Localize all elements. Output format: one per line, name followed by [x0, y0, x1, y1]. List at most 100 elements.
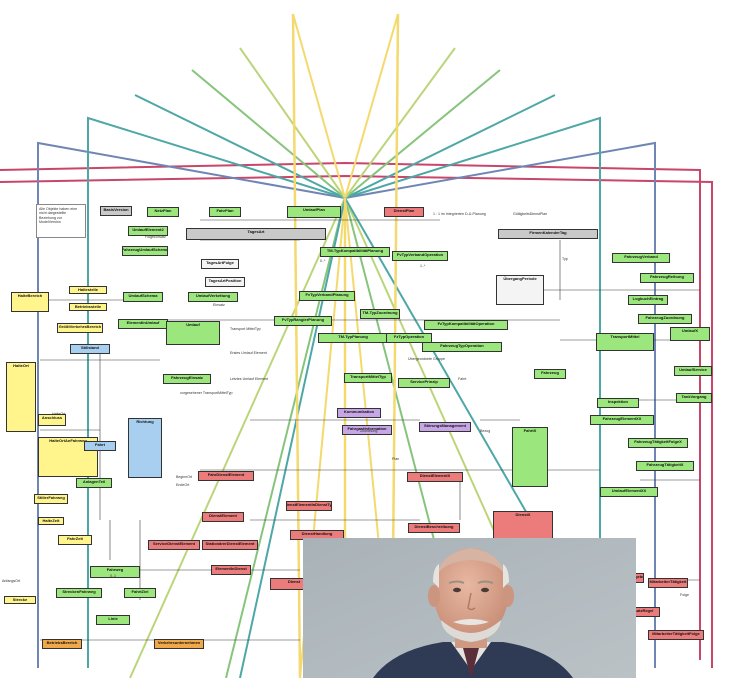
class-box: FahrtX [512, 427, 548, 487]
class-box: FahrzeugTätigkeitFolgeX [628, 438, 688, 448]
class-box: Fahrt [84, 441, 116, 451]
association-label: EndeOrt [176, 483, 190, 487]
class-box: FahrPlan [209, 207, 241, 217]
class-box: StillerFahrweg [34, 494, 68, 504]
class-box: ÜbergangPeriode [496, 275, 544, 305]
class-box: Linie [96, 615, 130, 625]
fan-ray-left-2 [191, 69, 346, 199]
class-box: Kommunikation [337, 408, 381, 418]
association-label: 1..* [420, 264, 426, 268]
association-label: Letztes Umlauf Element [230, 377, 269, 381]
association-label: Erstes Umlauf Element [230, 351, 267, 355]
class-box: DienstElementInDienstTyp [286, 501, 332, 511]
class-box: FvTypVerbandPlanung [299, 291, 355, 301]
class-box: TagesArtFolge [201, 259, 239, 269]
fan-ray-right-2 [344, 69, 501, 199]
class-box: DienstPlan [384, 207, 424, 217]
fan-ray-down-1 [225, 197, 346, 678]
class-box: Umlauf [166, 321, 220, 345]
class-box: FahrzeugReihung [640, 273, 694, 283]
class-box: ServicePrinzip [398, 378, 450, 388]
class-box: TransportMittelTyp [344, 373, 392, 383]
class-box: DienstBeschreibung [408, 523, 460, 533]
class-box: FahrzeugUmlaufSchema [122, 246, 168, 256]
class-box: HalteOrt [6, 362, 36, 432]
fan-ray-right-4 [344, 13, 399, 199]
class-box: ElementInDienst [211, 565, 251, 575]
association-label: Typ [562, 257, 568, 261]
class-box: StörungsManagement [419, 422, 471, 432]
class-box: BetriebsBereich [42, 639, 82, 649]
class-box: ServiceDienstElement [148, 540, 200, 550]
class-box: FvTypRangierPlanung [274, 316, 332, 326]
association-label: FolgeEinsatz [145, 235, 166, 239]
class-box: Inspektion [597, 398, 639, 408]
class-box: FirmenKalenderTag [498, 229, 598, 239]
fan-ray-left-3 [239, 47, 346, 199]
fan-ray-left-4 [292, 13, 346, 199]
class-box: FahrzeugTypOperation [422, 342, 502, 352]
association-label: Transport MittelTyp [230, 327, 261, 331]
class-box: DienstElement [202, 512, 244, 522]
portrait-figure [303, 538, 636, 678]
class-box: FahrzeugEinsatz [163, 374, 211, 384]
class-box: FahrgastInformation [342, 425, 392, 435]
class-box: Haltestelle [69, 286, 107, 294]
class-box: FahrtZiel [124, 588, 156, 598]
class-box: FahrzeugElementXX [590, 415, 654, 425]
association-label: Fahrt [458, 377, 467, 381]
class-box: MitarbeiterTätigkeitFolge [648, 630, 704, 640]
fan-ray-right-1 [344, 94, 556, 199]
class-box: Fahrzeug [534, 369, 566, 379]
association-label: Folge [680, 593, 689, 597]
class-box: GrößtVerkehrsBereich [57, 323, 103, 333]
class-box: FzTypKompatibilitätOperation [424, 320, 508, 330]
fan-spine-left [291, 13, 302, 678]
class-box: FzTypOperation [386, 333, 432, 343]
class-box: TagesArtPosition [205, 277, 245, 287]
fan-ray-down-7 [239, 197, 346, 678]
class-box: HalteOrtAnFahrweg [38, 437, 98, 477]
class-box: Betriebsstelle [69, 303, 107, 311]
class-box: BasisVersion [100, 206, 132, 216]
class-box: UmlaufPlan [287, 206, 341, 218]
association-label: Plan [392, 457, 400, 461]
association-label: GültigkeitsDienstPlan [513, 212, 548, 216]
model-version-note: Alle Objekte haben eine nicht dargestell… [36, 204, 86, 238]
class-box: HalteZeit [38, 517, 64, 525]
class-box: TankVorgang [676, 393, 712, 403]
portrait-photo [303, 538, 636, 678]
class-box: NetzPlan [147, 207, 179, 217]
class-box: TagesArt [186, 228, 326, 240]
class-box: Stillstand [70, 344, 110, 354]
class-box: DienstElementX [407, 472, 463, 482]
class-box: AnlagenTeil [76, 478, 112, 488]
class-box: MitarbeiterTätigkeit [648, 578, 688, 588]
association-label: Einsatz [213, 303, 225, 307]
class-box: FahrDienstElement [198, 471, 254, 481]
association-label: 1 : 1 im Integrierten D-U-Planung [433, 212, 486, 216]
class-box: FahrzeugTätigkeitX [636, 461, 694, 471]
class-box: FahrZeit [58, 535, 92, 545]
class-box: ElementInUmlauf [118, 319, 168, 329]
association-label: 0..* [320, 259, 326, 263]
class-box: Fahrweg [90, 566, 140, 578]
association-label: HalteOrt [52, 412, 66, 416]
class-box: TransportMittel [596, 333, 654, 351]
class-box: TM-TypZuordnung [360, 309, 400, 319]
class-box: UmlaufElementXX [600, 487, 658, 497]
fan-ray-down-3 [129, 197, 346, 678]
association-label: Bezug [480, 429, 491, 433]
fan-ray-right-3 [344, 47, 456, 199]
class-box: UmlaufService [674, 366, 712, 376]
class-box: LogbuchEintrag [628, 295, 668, 305]
class-box: Verkehrsunternehmen [154, 639, 204, 649]
class-box: UmlaufSchema [123, 292, 163, 302]
class-box: FahrzeugVerband [612, 253, 670, 263]
association-label: BeginnOrt [176, 475, 193, 479]
class-box: HalteBereich [11, 292, 49, 312]
class-box: Anschluss [38, 414, 66, 426]
class-box: UmlaufVerkettung [188, 292, 238, 302]
class-box: StreckenFahrweg [56, 588, 102, 598]
